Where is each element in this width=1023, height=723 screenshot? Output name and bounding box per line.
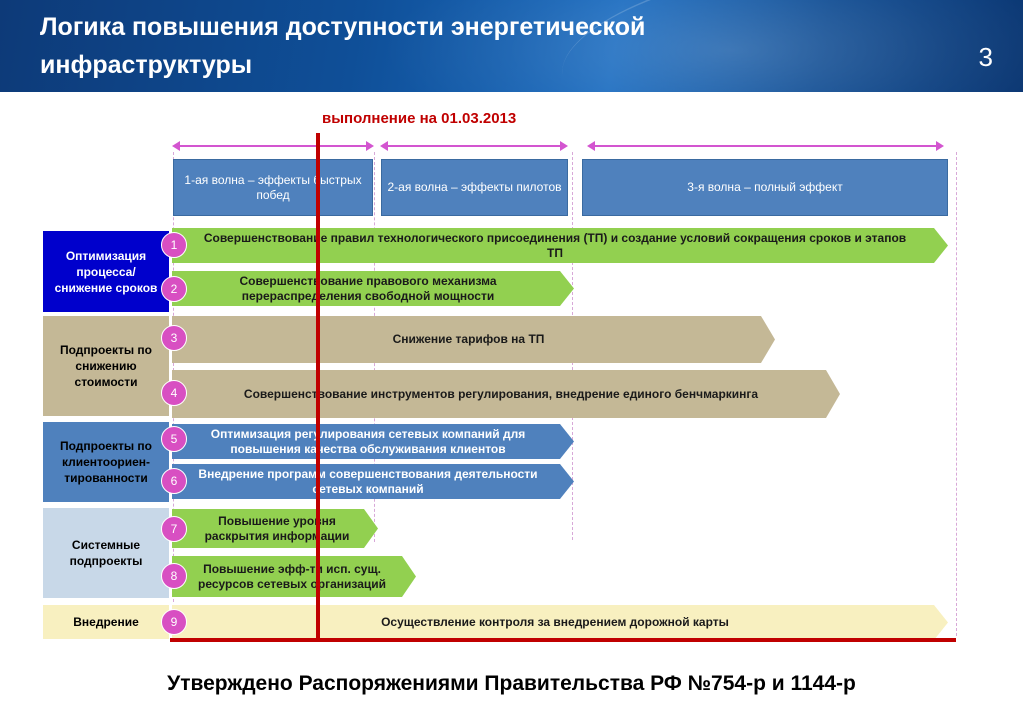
slide-title: Логика повышения доступности энергетичес… (40, 13, 646, 79)
measure-number-2: 2 (161, 276, 187, 302)
category-implementation: Внедрение (43, 605, 169, 639)
measure-bar-9: Осуществление контроля за внедрением дор… (172, 605, 948, 640)
execution-date-line (316, 133, 320, 641)
page-number: 3 (978, 42, 993, 72)
slide-header: Логика повышения доступности энергетичес… (0, 0, 1023, 92)
wave-2-span-arrow (380, 141, 568, 151)
measure-number-4: 4 (161, 380, 187, 406)
measure-number-8: 8 (161, 563, 187, 589)
category-client-orientation: Подпроекты по клиентоориен-тированности (43, 422, 169, 502)
approval-footer: Утверждено Распоряжениями Правительства … (167, 672, 856, 695)
guide-line (956, 152, 957, 636)
measure-number-7: 7 (161, 516, 187, 542)
header-decoration (380, 0, 1023, 92)
measure-bar-3: Снижение тарифов на ТП (172, 316, 775, 363)
measure-bar-6: Внедрение программ совершенствования дея… (172, 464, 574, 499)
timeline-baseline (170, 638, 956, 642)
wave-3-span-arrow (587, 141, 944, 151)
measure-number-1: 1 (161, 232, 187, 258)
wave-2-box: 2-ая волна – эффекты пилотов (381, 159, 568, 216)
measure-number-9: 9 (161, 609, 187, 635)
measure-bar-8: Повышение эфф-ти исп. сущ. ресурсов сете… (172, 556, 416, 597)
measure-number-5: 5 (161, 426, 187, 452)
execution-date-label: выполнение на 01.03.2013 (322, 110, 517, 127)
category-process-optimization: Оптимизация процесса/ снижение сроков (43, 231, 169, 312)
measure-number-3: 3 (161, 325, 187, 351)
measure-number-6: 6 (161, 468, 187, 494)
measure-bar-2: Совершенствование правового механизма пе… (172, 271, 574, 306)
measure-bar-7: Повышение уровня раскрытия информации (172, 509, 378, 548)
category-system-projects: Системные подпроекты (43, 508, 169, 598)
wave-1-box: 1-ая волна – эффекты быстрых побед (173, 159, 373, 216)
measure-bar-5: Оптимизация регулирования сетевых компан… (172, 424, 574, 459)
wave-3-box: 3-я волна – полный эффект (582, 159, 948, 216)
measure-bar-1: Совершенствование правил технологическог… (172, 228, 948, 263)
wave-1-span-arrow (172, 141, 374, 151)
measure-bar-4: Совершенствование инструментов регулиров… (172, 370, 840, 418)
category-cost-reduction: Подпроекты по снижению стоимости (43, 316, 169, 416)
